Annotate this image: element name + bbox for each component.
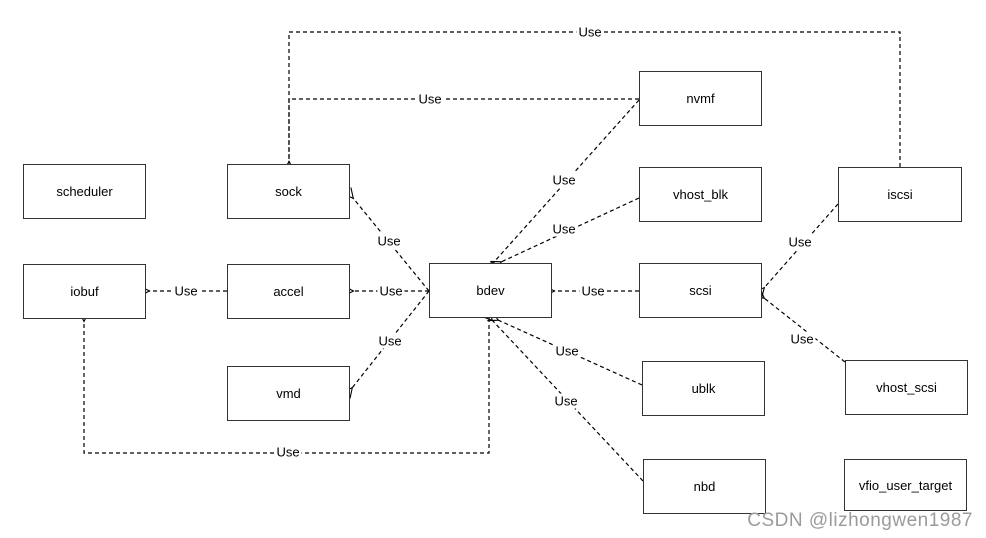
edge-label-vhost_blk-to-bdev: Use	[550, 221, 578, 237]
edge-vhost_scsi-to-scsi	[764, 298, 846, 363]
edge-nbd-to-bdev	[492, 320, 644, 482]
node-bdev: bdev	[429, 263, 552, 318]
node-nbd: nbd	[643, 459, 766, 514]
node-sock: sock	[227, 164, 350, 219]
node-iscsi: iscsi	[838, 167, 962, 222]
node-nvmf: nvmf	[639, 71, 762, 126]
edge-label-vhost_scsi-to-scsi: Use	[788, 331, 816, 347]
edge-label-ublk-to-bdev: Use	[553, 343, 581, 359]
node-iobuf: iobuf	[23, 264, 146, 319]
watermark: CSDN @lizhongwen1987	[747, 510, 973, 531]
edge-label-scsi-to-bdev: Use	[579, 283, 607, 299]
edge-nvmf-to-sock	[289, 98, 639, 162]
edge-label-iscsi-to-scsi: Use	[786, 234, 814, 250]
node-scsi: scsi	[639, 263, 762, 318]
node-vhost_scsi: vhost_scsi	[845, 360, 968, 415]
node-vmd: vmd	[227, 366, 350, 421]
edge-vhost_blk-to-bdev	[501, 197, 640, 262]
node-ublk: ublk	[642, 361, 765, 416]
edge-bdev-to-sock	[353, 198, 430, 292]
edge-label-accel-to-iobuf: Use	[172, 283, 200, 299]
node-vhost_blk: vhost_blk	[639, 167, 762, 222]
edge-label-bdev-to-vmd: Use	[376, 333, 404, 349]
edge-label-nvmf-to-sock: Use	[416, 91, 444, 107]
edge-label-bdev-to-accel: Use	[377, 283, 405, 299]
edge-label-iscsi-to-sock: Use	[576, 24, 604, 40]
node-accel: accel	[227, 264, 350, 319]
node-vfio_user_target: vfio_user_target	[844, 459, 967, 511]
edge-label-nvmf-to-bdev: Use	[550, 172, 578, 188]
edge-label-bdev-to-sock: Use	[375, 233, 403, 249]
edge-label-nbd-to-bdev: Use	[552, 393, 580, 409]
edge-label-bdev-to-iobuf: Use	[274, 444, 302, 460]
edge-iscsi-to-scsi	[764, 203, 839, 288]
node-scheduler: scheduler	[23, 164, 146, 219]
